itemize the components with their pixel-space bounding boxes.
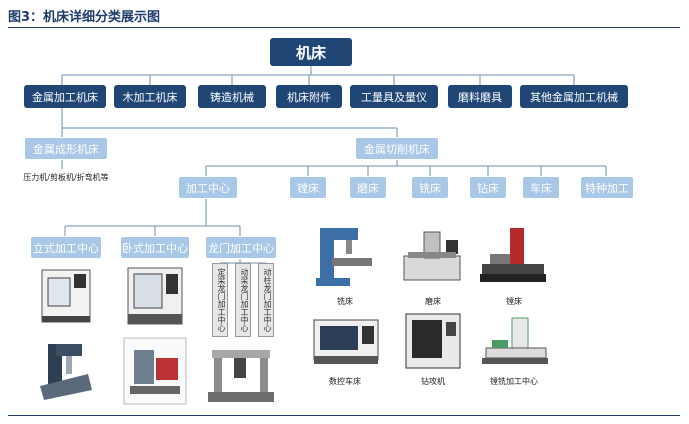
node-other-metalworking: 其他金属加工机械 xyxy=(520,85,628,108)
vertical-mc-image xyxy=(36,264,96,328)
caption-drill-tap: 钻攻机 xyxy=(421,376,445,387)
node-vertical-mc: 立式加工中心 xyxy=(30,236,102,259)
drill-tap-center-image xyxy=(400,310,466,374)
node-metal-machining: 金属加工机床 xyxy=(24,85,106,108)
horizontal-mc-image xyxy=(124,264,186,328)
node-special-machining: 特种加工 xyxy=(580,176,634,199)
caption-cnc-lathe: 数控车床 xyxy=(329,376,361,387)
node-abrasives: 磨料磨具 xyxy=(448,85,512,108)
boring-milling-center-image xyxy=(478,314,552,372)
node-fixed-beam-gantry: 定梁龙门加工中心 xyxy=(212,263,228,337)
node-metal-forming: 金属成形机床 xyxy=(24,137,108,160)
node-moving-beam-gantry: 动梁龙门加工中心 xyxy=(235,263,251,337)
bottom-rule xyxy=(8,415,680,416)
node-metal-cutting: 金属切削机床 xyxy=(355,137,439,160)
gantry-mc-image xyxy=(206,344,276,406)
node-drilling: 钻床 xyxy=(469,176,507,199)
node-lathe: 车床 xyxy=(522,176,560,199)
caption-boring: 镗床 xyxy=(506,296,522,307)
node-boring: 镗床 xyxy=(289,176,327,199)
root-node-machine-tool: 机床 xyxy=(270,38,352,66)
node-machining-center: 加工中心 xyxy=(178,176,238,199)
caption-boring-milling: 镗铣加工中心 xyxy=(490,376,538,387)
node-grinding: 磨床 xyxy=(349,176,387,199)
grinding-machine-image xyxy=(398,226,468,290)
cnc-lathe-image xyxy=(310,312,386,372)
node-moving-column-gantry: 动柱龙门加工中心 xyxy=(258,263,274,337)
node-accessories: 机床附件 xyxy=(276,85,342,108)
node-measuring-tools: 工量具及量仪 xyxy=(350,85,438,108)
caption-grinding: 磨床 xyxy=(425,296,441,307)
forming-children-label: 压力机/剪板机/折弯机等 xyxy=(16,169,116,185)
node-casting: 铸造机械 xyxy=(198,85,266,108)
vertical-mc-cutaway-image xyxy=(34,338,96,404)
node-gantry-mc: 龙门加工中心 xyxy=(205,236,277,259)
node-woodworking: 木加工机床 xyxy=(114,85,186,108)
node-horizontal-mc: 卧式加工中心 xyxy=(120,236,190,259)
node-milling: 铣床 xyxy=(411,176,449,199)
boring-machine-image xyxy=(476,224,548,290)
caption-milling: 铣床 xyxy=(337,296,353,307)
milling-machine-image xyxy=(310,222,376,290)
horizontal-mc-diagram-image xyxy=(122,336,188,406)
